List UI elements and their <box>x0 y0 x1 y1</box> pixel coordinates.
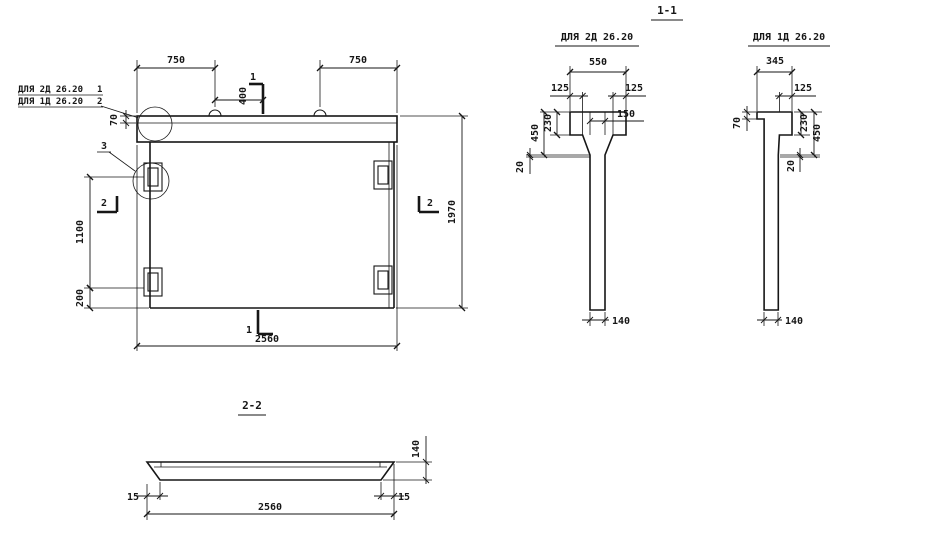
plan-embed-plates <box>143 160 393 297</box>
plan-callout-2: ДЛЯ 1Д 26.20 <box>18 97 83 107</box>
dim-345: 345 <box>766 56 784 67</box>
dim-150: 150 <box>617 109 635 120</box>
dim-400: 400 <box>238 87 249 105</box>
cut-mark-2-left: 2 <box>101 198 107 209</box>
dim-2560-plan: 2560 <box>255 334 279 345</box>
dim-20-left: 20 <box>515 161 526 173</box>
section-2-2-profile <box>145 461 396 481</box>
plan-outline <box>136 109 398 309</box>
dim-230-left: 230 <box>543 114 554 132</box>
dim-140-slab: 140 <box>411 440 422 458</box>
dim-125-r: 125 <box>794 83 812 94</box>
dim-750-left: 750 <box>167 55 185 66</box>
plan-callout-1-pos: 1 <box>97 85 102 95</box>
lifting-loop-left <box>208 109 222 117</box>
dim-2560-slab: 2560 <box>258 502 282 513</box>
plan-view: ДЛЯ 2Д 26.20 1 ДЛЯ 1Д 26.20 2 3 1 1 2 2 <box>18 55 468 351</box>
dim-125-left: 125 <box>551 83 569 94</box>
section-1-1-left: ДЛЯ 2Д 26.20 <box>515 32 646 327</box>
section-2-2: 2-2 140 15 15 2560 <box>127 399 432 520</box>
dim-20-r: 20 <box>786 160 797 172</box>
dim-1100: 1100 <box>75 220 86 244</box>
dim-550: 550 <box>589 57 607 68</box>
plan-callout-2-pos: 2 <box>97 97 102 107</box>
sheet-section-title: 1-1 <box>651 4 683 21</box>
lifting-loop-right <box>313 109 327 117</box>
cut-mark-1-top: 1 <box>250 72 256 83</box>
plan-callout-3: 3 <box>101 141 107 152</box>
dim-15-right: 15 <box>398 492 410 503</box>
section-right-dimensions: 345 125 70 230 450 20 140 <box>732 56 823 327</box>
section-left-title: ДЛЯ 2Д 26.20 <box>561 32 633 43</box>
dim-450-r: 450 <box>812 124 823 142</box>
plan-callout-1: ДЛЯ 2Д 26.20 <box>18 85 83 95</box>
dim-70-r: 70 <box>732 117 743 129</box>
section-2-2-dimensions: 140 15 15 2560 <box>127 436 432 520</box>
dim-125-right: 125 <box>625 83 643 94</box>
dim-200: 200 <box>75 289 86 307</box>
dim-70-plan: 70 <box>109 114 120 126</box>
section-right-profile <box>756 111 793 311</box>
section-1-1-right: ДЛЯ 1Д 26.20 <box>732 32 830 327</box>
plan-section-marks: 1 1 2 2 <box>97 72 439 336</box>
cut-mark-2-right: 2 <box>427 198 433 209</box>
dim-140-r: 140 <box>785 316 803 327</box>
dim-750-right: 750 <box>349 55 367 66</box>
dim-450-left: 450 <box>530 124 541 142</box>
cut-mark-1-bottom: 1 <box>246 325 252 336</box>
section-left-profile <box>569 111 627 311</box>
detail-circle-plate <box>132 162 170 200</box>
top-beam <box>136 115 398 143</box>
detail-circle-corner <box>137 106 173 142</box>
dim-1970: 1970 <box>447 200 458 224</box>
plan-detail-callouts: ДЛЯ 2Д 26.20 1 ДЛЯ 1Д 26.20 2 3 <box>18 85 173 200</box>
section-left-dimensions: 550 125 125 230 450 20 150 140 <box>515 57 646 327</box>
dim-230-r: 230 <box>799 114 810 132</box>
plan-dimensions: 750 750 400 1970 70 1100 200 2560 <box>75 55 468 351</box>
section-right-title: ДЛЯ 1Д 26.20 <box>753 32 825 43</box>
dim-15-left: 15 <box>127 492 139 503</box>
title-1-1: 1-1 <box>657 4 677 17</box>
dim-140-left: 140 <box>612 316 630 327</box>
section-2-2-title: 2-2 <box>242 399 262 412</box>
